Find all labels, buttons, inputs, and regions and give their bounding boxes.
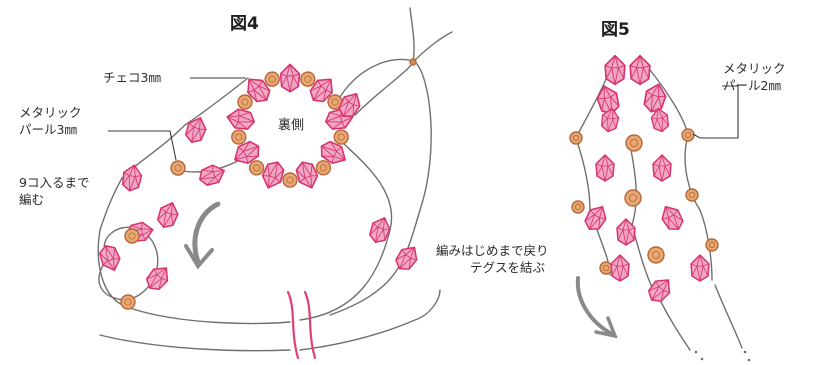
pearl-bead [647,246,665,264]
pearl-bead [300,71,316,87]
return-arrow-icon [575,276,618,339]
leader-pearl3 [108,130,177,161]
label-czech-bead: チェコ3㎜ [103,70,161,85]
label-pearl3-line1: メタリック [19,105,82,120]
label-return-line1: 編みはじめまで戻り [436,243,549,258]
czech-bead [584,205,607,231]
thread-main-loop [97,177,291,325]
pearl-bead [124,228,140,244]
pearl-bead [624,189,642,207]
czech-bead [338,92,361,118]
pearl-bead [264,71,280,87]
czech-bead [610,254,630,282]
czech-bead [629,54,651,86]
pearl-bead [237,94,253,110]
czech-bead [647,279,671,303]
pearl-bead [327,94,343,110]
thread-top-end-1 [409,7,415,63]
czech-bead [595,154,615,182]
thread-bottom-long [299,289,441,351]
pearl-bead [409,58,417,66]
czech-bead [295,161,319,189]
pearl-bead [120,294,136,310]
czech-bead [395,246,418,270]
czech-bead [690,254,710,282]
label-back-side: 裏側 [278,118,305,133]
label-return-line2: テグスを結ぶ [470,260,546,275]
thread-lower-left-ring [98,226,159,301]
czech-bead [247,78,271,103]
czech-bead [650,107,670,133]
pearl-bead [569,131,583,145]
czech-bead [121,164,143,192]
czech-bead [616,218,636,246]
czech-bead [234,140,260,165]
czech-bead [643,83,667,113]
czech-bead [279,63,301,93]
thread-left-chain [121,77,249,179]
pearl-bead [681,128,695,142]
czech-bead [145,267,169,291]
czech-bead [309,78,333,103]
figure5-title: 図5 [601,20,630,40]
figure4-title: 図4 [230,14,259,34]
pearl-bead [571,200,585,214]
thread-right-big-loop [329,58,432,316]
pearl-bead [333,129,349,145]
break-mark [286,290,317,360]
label-repeat-line1: 9コ入るまで [19,175,90,190]
thread-bottom-left [99,334,291,352]
thread-top-end-2 [412,31,453,63]
pearl-bead [599,261,613,275]
fig5-thread-tail-1 [659,299,691,351]
direction-arrow-icon [184,201,221,270]
fig5-thread-left [575,69,611,276]
pearl-bead [315,160,332,176]
label-pearl2-line1: メタリック [723,61,786,76]
thread-right-inner [354,61,414,116]
czech-bead [156,202,179,228]
czech-bead [661,205,684,231]
pearl-bead [282,172,298,188]
fig5-dotted-ends [694,350,751,362]
pearl-bead [625,134,643,152]
czech-bead [368,217,391,243]
czech-bead [98,245,121,271]
czech-bead [184,117,207,143]
pearl-bead [170,160,186,176]
czech-bead [320,140,346,165]
czech-bead [604,54,626,86]
czech-bead [199,164,225,187]
label-repeat-line2: 編む [19,192,45,207]
czech-bead [261,161,285,189]
leader-pearl2 [692,85,739,139]
pearl-bead [685,188,699,202]
fig5-thread-tail-2 [714,284,743,349]
pearl-bead [231,129,247,145]
pearl-bead [705,238,719,252]
pearl-bead [248,160,265,176]
label-pearl2-line2: パール2㎜ [723,78,781,93]
czech-bead [226,108,255,130]
czech-bead [600,107,620,133]
czech-bead [652,154,672,182]
label-pearl3-line2: パール3㎜ [19,122,77,137]
